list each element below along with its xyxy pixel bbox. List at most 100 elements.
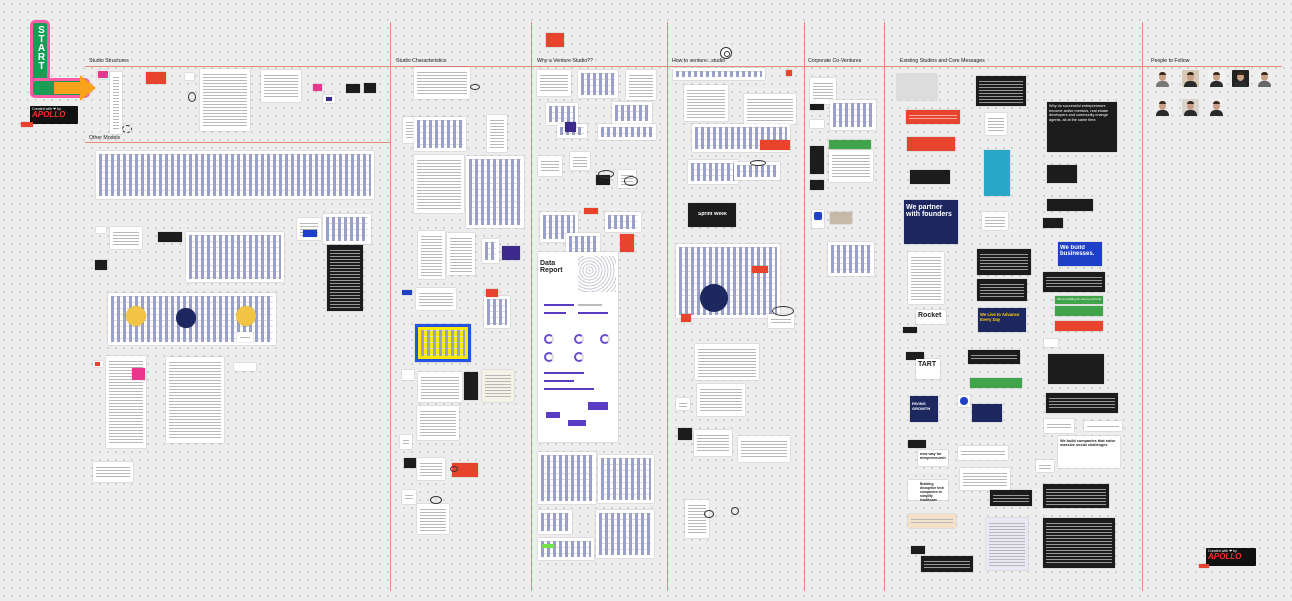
why-chart[interactable] — [596, 510, 654, 558]
studio-message-card[interactable] — [958, 446, 1008, 460]
why-chart[interactable] — [538, 156, 562, 176]
corporate-image[interactable] — [810, 104, 824, 110]
image-card[interactable] — [158, 232, 182, 242]
studio-card[interactable] — [303, 230, 317, 237]
red-sticky[interactable] — [681, 314, 691, 322]
studio-message-card[interactable] — [1043, 518, 1115, 568]
pink-callout[interactable] — [132, 368, 145, 380]
why-chart[interactable] — [546, 103, 578, 125]
studio-logo-card[interactable] — [313, 84, 322, 91]
how-doc[interactable] — [676, 398, 690, 410]
corporate-doc[interactable] — [810, 120, 824, 128]
studio-message-card[interactable] — [984, 150, 1010, 196]
characteristics-card[interactable] — [502, 246, 520, 260]
types-of-studios-doc[interactable] — [414, 155, 464, 213]
red-sticky[interactable] — [452, 463, 478, 477]
studio-message-card[interactable] — [1047, 199, 1093, 211]
studio-message-card[interactable] — [976, 76, 1026, 106]
characteristics-chart[interactable] — [466, 156, 524, 228]
red-sticky[interactable] — [786, 70, 792, 76]
studio-message-card[interactable] — [921, 556, 973, 572]
person-6-avatar[interactable] — [1154, 99, 1171, 116]
dark-doc[interactable] — [327, 245, 363, 311]
studio-image[interactable] — [346, 84, 360, 93]
characteristics-doc[interactable] — [487, 115, 507, 152]
new-way-card[interactable]: new way for ntrepreneurship — [918, 450, 948, 466]
studio-message-card[interactable] — [1043, 218, 1063, 228]
characteristics-doc[interactable] — [403, 117, 416, 143]
corporate-image[interactable] — [810, 146, 824, 174]
characteristics-table[interactable] — [482, 239, 499, 263]
studio-message-card[interactable] — [968, 350, 1020, 364]
green-highlight[interactable] — [542, 544, 554, 548]
characteristics-doc[interactable] — [418, 372, 462, 402]
studio-message-card[interactable] — [1084, 421, 1122, 431]
characteristics-doc[interactable] — [482, 370, 514, 402]
why-table[interactable] — [612, 102, 652, 124]
green-banner[interactable] — [1055, 306, 1103, 316]
diagram-card[interactable] — [186, 232, 284, 282]
small-sticky[interactable] — [1199, 564, 1209, 568]
how-image[interactable] — [678, 428, 692, 440]
timeline-card[interactable] — [323, 214, 371, 244]
how-logos[interactable] — [673, 68, 765, 80]
why-flow[interactable] — [538, 452, 596, 504]
person-7-avatar[interactable] — [1182, 99, 1199, 116]
small-sticky[interactable] — [21, 122, 33, 127]
studio-message-card[interactable] — [1043, 272, 1105, 292]
why-chart[interactable] — [578, 70, 618, 98]
why-image[interactable] — [596, 175, 610, 185]
sticky-note[interactable] — [146, 72, 166, 84]
why-card[interactable] — [565, 122, 576, 132]
studio-message-card[interactable] — [960, 468, 1010, 490]
why-table[interactable] — [605, 212, 641, 232]
characteristics-chart[interactable] — [484, 296, 510, 328]
red-sticky[interactable] — [546, 33, 564, 47]
characteristics-doc[interactable] — [417, 406, 459, 440]
how-doc[interactable] — [768, 314, 794, 328]
process-doc[interactable] — [166, 357, 224, 443]
note-card[interactable] — [110, 227, 142, 249]
characteristics-doc[interactable] — [418, 231, 445, 279]
studio-logo[interactable] — [982, 212, 1008, 230]
future-frontline-card[interactable]: We're building the future of frontline w… — [1055, 296, 1103, 304]
studio-message-card[interactable] — [910, 170, 950, 184]
red-sticky[interactable] — [752, 266, 768, 273]
table-card[interactable] — [93, 462, 133, 482]
we-partner-card[interactable]: We partner with founders — [904, 200, 958, 244]
how-doc[interactable] — [694, 430, 732, 456]
structure-card[interactable] — [110, 72, 122, 134]
corporate-image[interactable] — [830, 212, 852, 224]
studio-message-card[interactable] — [977, 279, 1027, 301]
red-sticky[interactable] — [760, 140, 790, 150]
studio-message-card[interactable] — [907, 137, 955, 151]
person-1-avatar[interactable] — [1154, 70, 1171, 87]
how-doc[interactable] — [744, 94, 796, 124]
green-sticky[interactable] — [829, 140, 871, 149]
corporate-doc[interactable] — [810, 78, 836, 104]
structure-card[interactable] — [97, 70, 109, 79]
corporate-diagram[interactable] — [830, 100, 876, 130]
characteristics-card[interactable] — [402, 290, 412, 295]
characteristics-doc[interactable] — [414, 67, 470, 99]
characteristics-doc[interactable] — [400, 435, 412, 449]
data-report-doc[interactable]: Data Report — [538, 252, 618, 442]
characteristics-table[interactable] — [414, 117, 466, 151]
studio-image[interactable] — [364, 83, 376, 93]
person-5-avatar[interactable] — [1256, 70, 1273, 87]
studio-message-card[interactable] — [1047, 165, 1077, 183]
studio-message-card[interactable] — [908, 252, 944, 304]
we-build-businesses-card[interactable]: We build businesses. — [1058, 242, 1102, 266]
studio-message-card[interactable] — [1046, 393, 1118, 413]
studio-message-card[interactable] — [990, 490, 1032, 506]
types-of-studios-doc[interactable] — [200, 69, 250, 131]
studio-logo[interactable] — [985, 113, 1007, 135]
person-8-avatar[interactable] — [1208, 99, 1225, 116]
driving-growth-card[interactable]: RIVING GROWTH — [910, 396, 938, 422]
why-table[interactable] — [538, 538, 594, 560]
corporate-doc[interactable] — [828, 242, 874, 276]
characteristics-doc[interactable] — [402, 370, 414, 380]
how-diagram[interactable] — [676, 244, 780, 318]
red-banner[interactable] — [1055, 321, 1103, 331]
